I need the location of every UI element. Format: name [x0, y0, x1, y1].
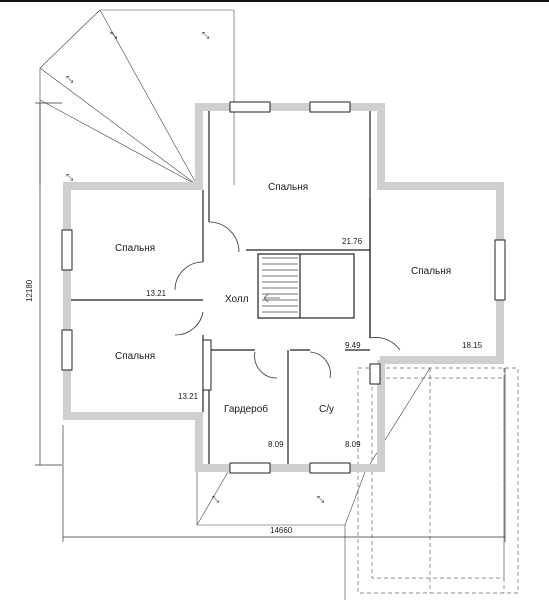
roof-arrow-icon: ⤡	[202, 31, 209, 41]
room-name-bedroom-right: Спальня	[411, 266, 451, 277]
room-area-bedroom-left-lower: 13.21	[178, 392, 199, 401]
interior-walls	[71, 111, 371, 464]
roof-arrow-icon: ⤡	[317, 495, 324, 505]
room-area-bedroom-left-upper: 13.21	[146, 289, 167, 298]
roof-arrow-icon: ⤡	[110, 31, 117, 41]
room-area-hall: 9.49	[345, 341, 361, 350]
dashed-projection	[357, 367, 519, 594]
room-area-wardrobe: 8.09	[268, 440, 284, 449]
room-name-bedroom-left-lower: Спальня	[115, 351, 155, 362]
staircase	[262, 257, 298, 313]
windows	[61, 101, 506, 474]
room-area-bedroom-top: 21.76	[342, 237, 363, 246]
dimension-height: 12180	[25, 279, 34, 302]
roof-slope-markers: ⤡ ⤡ ⤡ ⤡ ⤡ ⤡	[66, 31, 324, 505]
roof-projection-upper	[39, 9, 235, 186]
room-area-bathroom: 8.09	[345, 440, 361, 449]
dimension-width: 14660	[270, 526, 293, 535]
roof-arrow-icon: ⤡	[212, 495, 219, 505]
room-name-bedroom-top: Спальня	[268, 182, 308, 193]
room-name-bedroom-left-upper: Спальня	[115, 243, 155, 254]
door-swings	[174, 221, 401, 379]
room-area-bedroom-right: 18.15	[462, 341, 483, 350]
room-name-wardrobe: Гардероб	[224, 403, 268, 415]
dimension-lines	[35, 102, 506, 542]
roof-projection-lower	[196, 367, 431, 600]
roof-arrow-icon: ⤡	[66, 173, 73, 183]
roof-arrow-icon: ⤡	[66, 75, 73, 85]
outer-walls	[63, 103, 504, 472]
room-name-bathroom: С/у	[319, 404, 334, 415]
room-name-hall: Холл	[225, 294, 249, 305]
